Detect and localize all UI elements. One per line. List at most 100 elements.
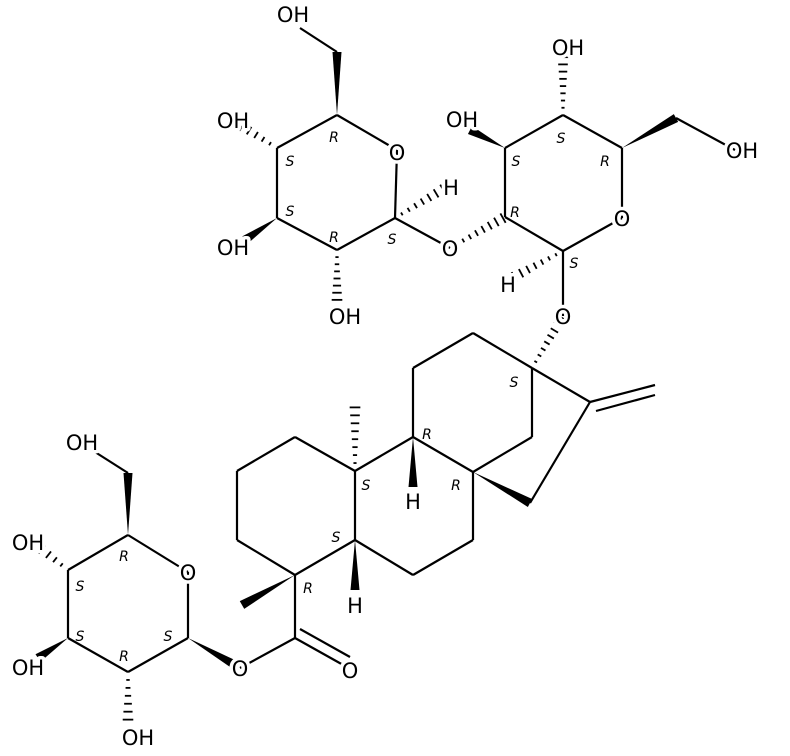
single-bond bbox=[299, 628, 351, 658]
wedge-bond bbox=[242, 218, 277, 244]
single-bond bbox=[276, 114, 338, 149]
stereo-descriptor: S bbox=[76, 629, 85, 645]
hydrogen-label: H bbox=[347, 594, 363, 618]
hydroxyl-label: OH bbox=[217, 236, 249, 260]
wedge-bond bbox=[123, 473, 133, 535]
single-bond bbox=[294, 637, 346, 667]
single-bond bbox=[336, 114, 398, 151]
single-bond bbox=[127, 637, 189, 673]
hydroxyl-label: OH bbox=[122, 726, 154, 750]
wedge-bond bbox=[35, 638, 68, 662]
hashed-bond bbox=[122, 679, 134, 721]
single-bond bbox=[412, 539, 474, 576]
hydrogen-label: H bbox=[443, 176, 459, 200]
oxygen-label: O bbox=[180, 561, 197, 585]
single-bond bbox=[67, 534, 129, 571]
single-bond bbox=[94, 451, 129, 474]
hashed-bond bbox=[533, 314, 567, 364]
wedge-bond bbox=[350, 540, 360, 590]
single-bond bbox=[531, 367, 591, 403]
single-bond bbox=[472, 332, 533, 369]
stereo-descriptor: S bbox=[512, 154, 521, 170]
stereo-descriptor: S bbox=[286, 154, 295, 170]
hashed-bond bbox=[455, 213, 507, 247]
stereo-descriptor: S bbox=[76, 579, 85, 595]
oxygen-label: O bbox=[442, 237, 459, 261]
hydrogen-label: H bbox=[500, 273, 516, 297]
hashed-bond bbox=[238, 121, 272, 146]
hydroxyl-label: OH bbox=[726, 139, 758, 163]
wedge-bond bbox=[408, 437, 418, 487]
bonds bbox=[35, 27, 736, 721]
hashed-bond bbox=[510, 252, 558, 283]
single-bond bbox=[67, 637, 129, 673]
single-bond bbox=[299, 27, 338, 53]
stereo-descriptor: R bbox=[510, 205, 520, 221]
single-bond bbox=[562, 114, 623, 149]
single-bond bbox=[595, 393, 656, 413]
hydroxyl-label: OH bbox=[329, 305, 361, 329]
single-bond bbox=[562, 217, 623, 252]
hydroxyl-label: OH bbox=[277, 3, 309, 27]
stereo-descriptor: S bbox=[570, 256, 579, 272]
hydroxyl-label: OH bbox=[12, 656, 44, 680]
hashed-bond bbox=[349, 406, 361, 464]
hydroxyl-label: OH bbox=[217, 109, 249, 133]
stereo-descriptor: S bbox=[362, 478, 371, 494]
stereo-descriptor: R bbox=[329, 230, 339, 246]
stereo-descriptor: S bbox=[557, 131, 566, 147]
wedge-bond bbox=[239, 575, 295, 609]
stereo-descriptor: S bbox=[388, 232, 397, 248]
stereo-descriptor: R bbox=[119, 649, 129, 665]
hydrogen-label: H bbox=[405, 490, 421, 514]
single-bond bbox=[354, 539, 414, 576]
hashed-bond bbox=[557, 56, 569, 109]
stereo-descriptor: S bbox=[332, 530, 341, 546]
single-bond bbox=[529, 401, 591, 504]
single-bond bbox=[504, 114, 564, 149]
wedge-bond bbox=[473, 472, 533, 507]
hydroxyl-label: OH bbox=[446, 108, 478, 132]
single-bond bbox=[239, 637, 296, 669]
wedge-bond bbox=[332, 52, 342, 115]
oxygen-label: O bbox=[555, 305, 572, 329]
single-bond bbox=[236, 539, 296, 576]
stereo-descriptor: R bbox=[422, 427, 432, 443]
single-bond bbox=[336, 217, 396, 251]
oxygen-label: O bbox=[232, 657, 249, 681]
stereo-descriptor: R bbox=[119, 549, 129, 565]
hydroxyl-label: OH bbox=[552, 36, 584, 60]
stereo-descriptor: S bbox=[164, 629, 173, 645]
stereo-descriptor: S bbox=[286, 204, 295, 220]
stereo-descriptor: R bbox=[451, 478, 461, 494]
single-bond bbox=[412, 436, 474, 473]
single-bond bbox=[127, 534, 189, 573]
wedge-bond bbox=[467, 125, 505, 148]
stereo-descriptor: R bbox=[303, 581, 313, 597]
wedge-bond bbox=[188, 638, 238, 669]
single-bond bbox=[276, 217, 338, 251]
stereo-descriptor: R bbox=[600, 154, 610, 170]
hashed-bond bbox=[400, 184, 447, 216]
wedge-bond bbox=[622, 114, 679, 148]
stereo-descriptor: S bbox=[510, 375, 519, 391]
single-bond bbox=[504, 216, 564, 252]
oxygen-label: O bbox=[389, 141, 406, 165]
oxygen-label: O bbox=[614, 207, 631, 231]
hydroxyl-label: OH bbox=[12, 531, 44, 555]
single-bond bbox=[394, 217, 451, 249]
hashed-bond bbox=[331, 256, 343, 301]
oxygen-label: O bbox=[342, 659, 359, 683]
single-bond bbox=[589, 383, 656, 404]
single-bond bbox=[472, 436, 533, 473]
single-bond bbox=[236, 436, 296, 472]
hashed-bond bbox=[38, 544, 64, 568]
single-bond bbox=[294, 436, 356, 472]
single-bond bbox=[393, 149, 399, 219]
single-bond bbox=[412, 332, 474, 369]
single-bond bbox=[354, 436, 414, 472]
hydroxyl-label: OH bbox=[66, 431, 98, 455]
single-bond bbox=[294, 539, 356, 576]
